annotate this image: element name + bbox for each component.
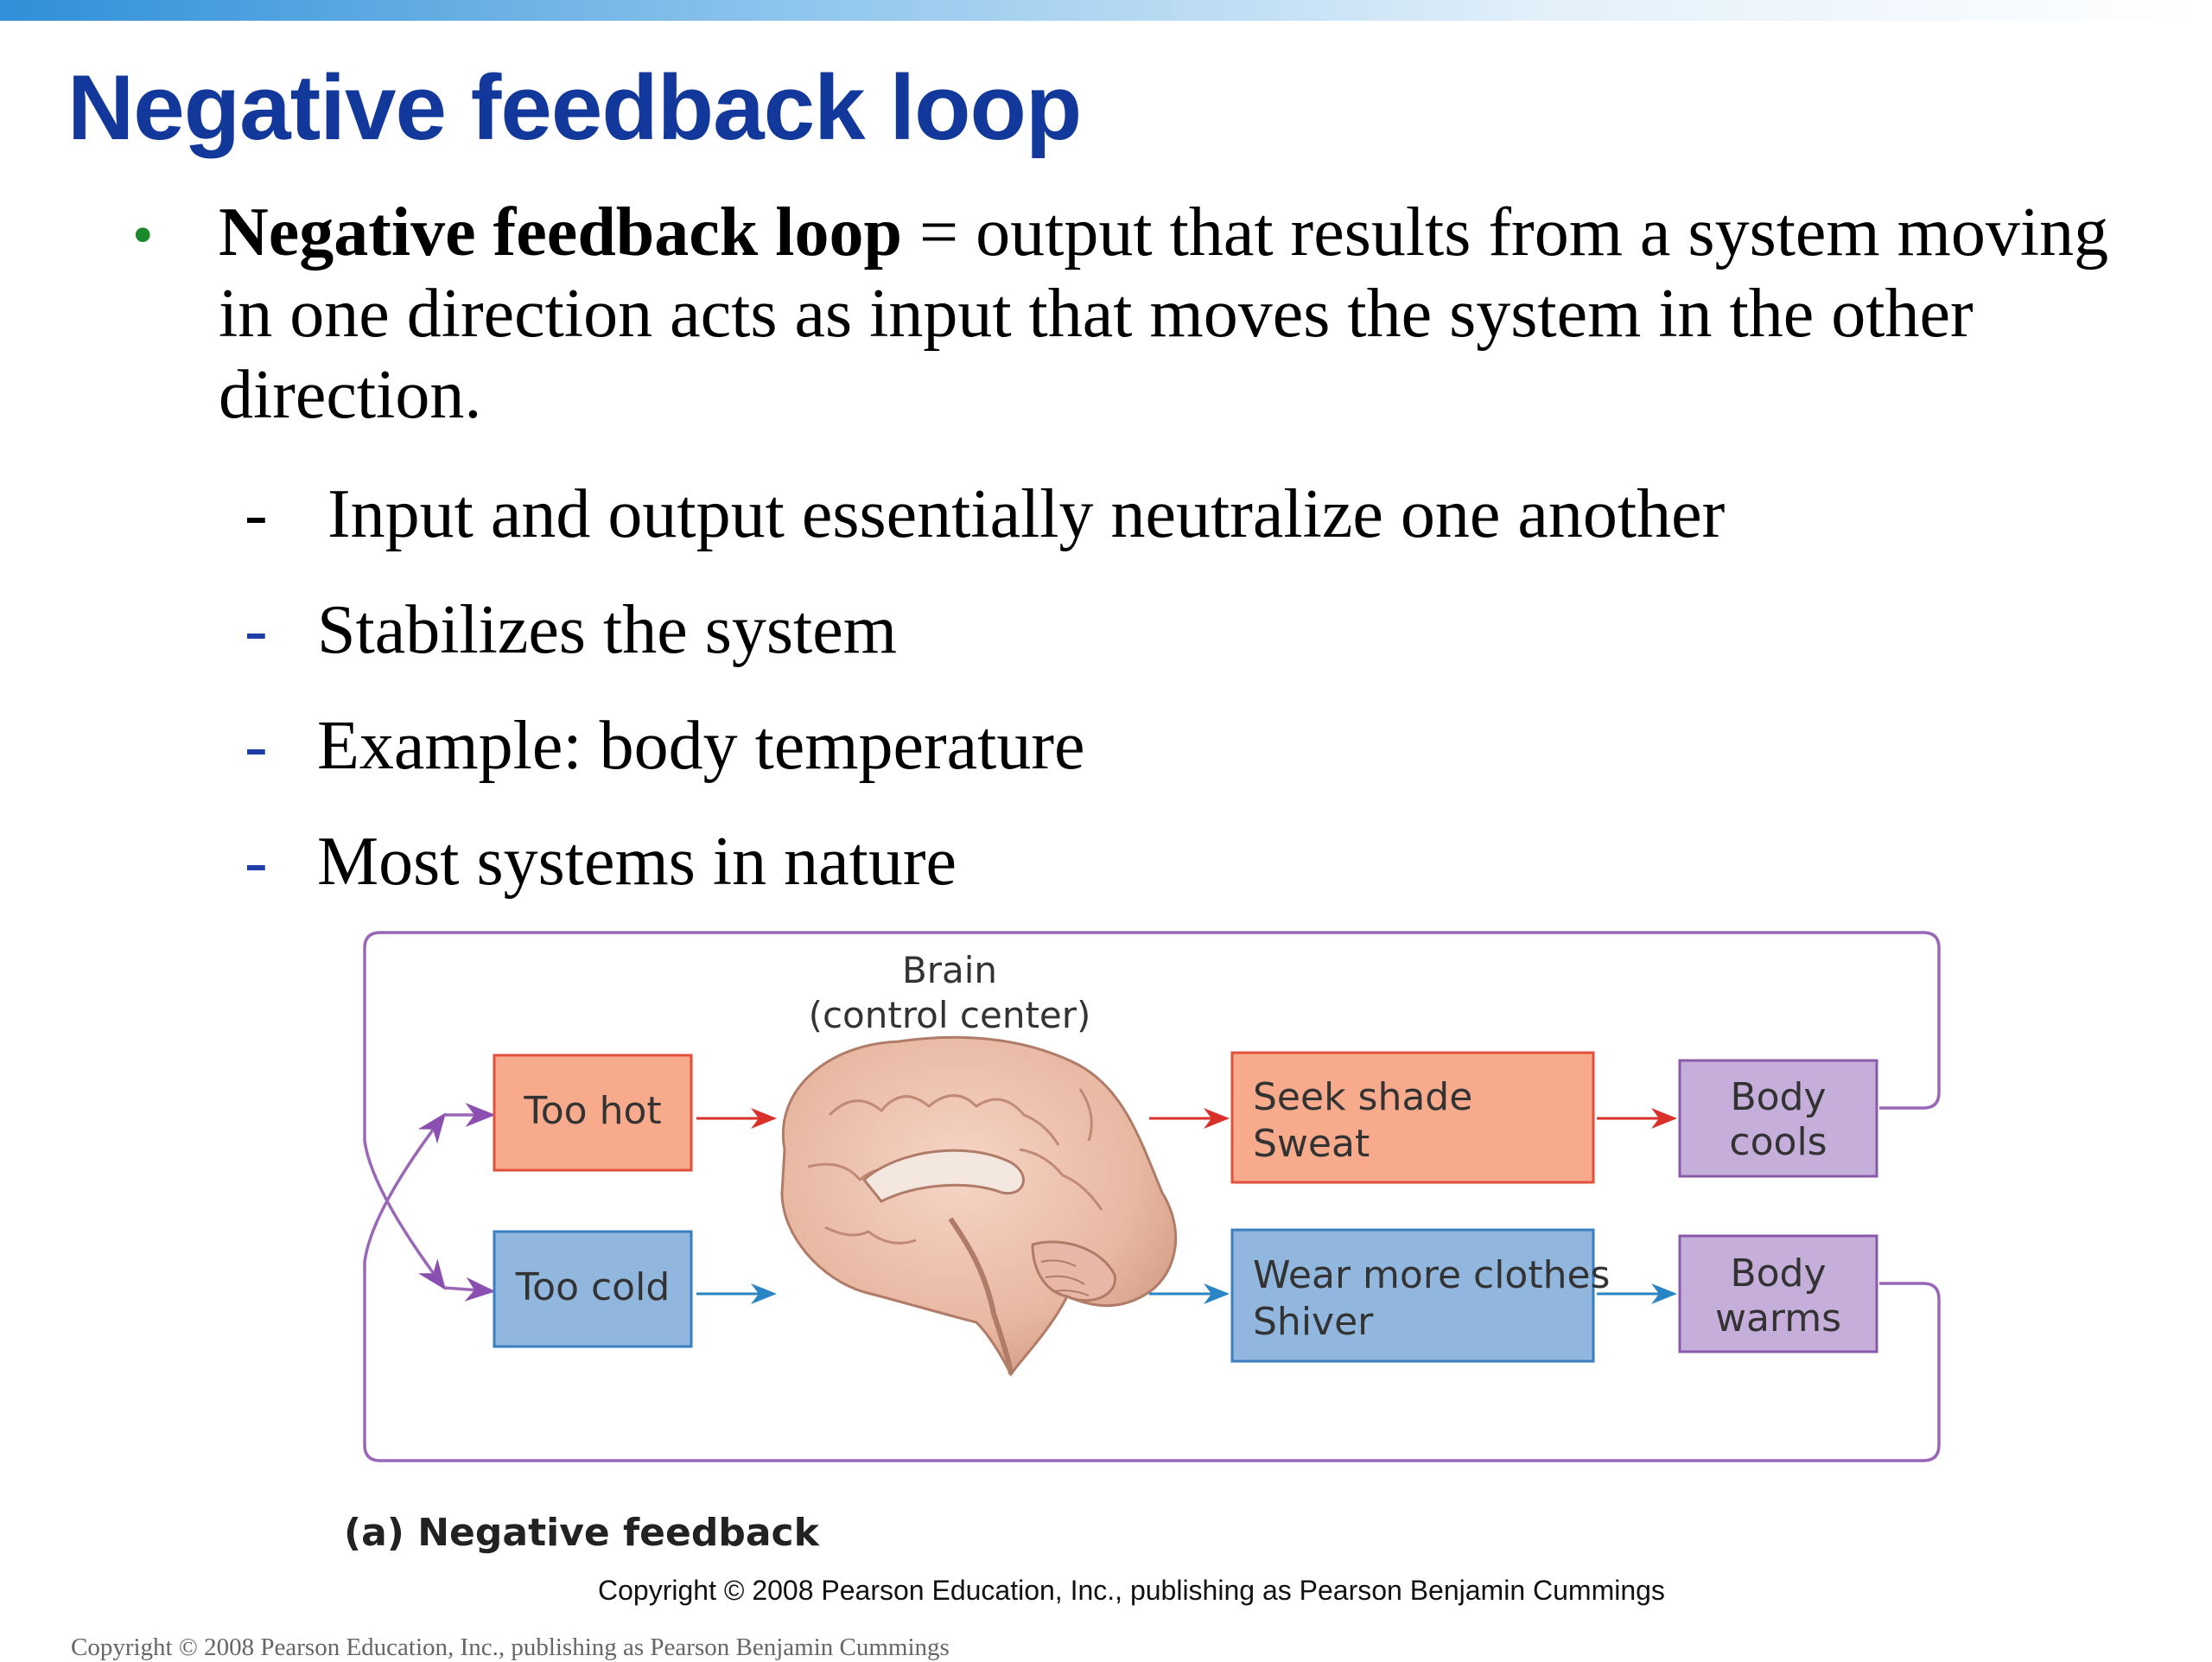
subpoint-dash: - xyxy=(245,824,268,900)
top-accent-bar xyxy=(0,0,2212,21)
bullet-definition: = output that results from a system movi… xyxy=(219,194,2109,433)
too-hot-label: Too hot xyxy=(523,1089,661,1133)
too-cold-label: Too cold xyxy=(515,1265,671,1309)
cold-response-line2: Shiver xyxy=(1253,1300,1374,1344)
subpoint-dash: - xyxy=(245,708,268,784)
figure-copyright: Copyright © 2008 Pearson Education, Inc.… xyxy=(598,1575,1665,1606)
bullet-term: Negative feedback loop xyxy=(219,194,903,271)
subpoint-text: Example: body temperature xyxy=(317,708,1085,784)
body-warms-line1: Body xyxy=(1730,1251,1826,1296)
subpoint-2: -Stabilizes the system xyxy=(245,589,897,671)
feedback-loop-line xyxy=(363,1112,1941,1462)
body-warms-box: Body warms xyxy=(1678,1234,1878,1353)
feedback-loop-line xyxy=(363,931,1941,1290)
subpoint-3: -Example: body temperature xyxy=(245,705,1085,786)
subpoint-text: Stabilizes the system xyxy=(317,592,898,668)
cold-response-box: Wear more clothes Shiver xyxy=(1230,1228,1610,1363)
body-cools-line1: Body xyxy=(1730,1075,1826,1119)
too-hot-box: Too hot xyxy=(493,1054,693,1172)
subpoint-1: -Input and output essentially neutralize… xyxy=(245,474,1725,555)
brain-label-title: Brain xyxy=(902,949,997,991)
hot-response-line1: Seek shade xyxy=(1253,1075,1472,1119)
bullet-dot-icon: • xyxy=(132,202,154,269)
loop-entry-arrow-cold xyxy=(443,1277,496,1302)
brain-label-subtitle: (control center) xyxy=(809,994,1091,1036)
figure-caption: (a) Negative feedback xyxy=(344,1511,819,1555)
subpoint-4: -Most systems in nature xyxy=(245,821,957,902)
cold-response-line1: Wear more clothes xyxy=(1253,1253,1610,1297)
brain-illustration xyxy=(780,1035,1178,1377)
body-cools-box: Body cools xyxy=(1678,1059,1878,1178)
subpoint-text: Most systems in nature xyxy=(317,824,957,900)
hot-response-line2: Sweat xyxy=(1253,1122,1370,1166)
body-cools-line2: cools xyxy=(1729,1120,1827,1164)
body-warms-line2: warms xyxy=(1715,1296,1841,1340)
main-bullet: Negative feedback loop = output that res… xyxy=(219,192,2120,436)
subpoint-text: Input and output essentially neutralize … xyxy=(327,476,1726,552)
slide-copyright: Copyright © 2008 Pearson Education, Inc.… xyxy=(71,1633,950,1661)
subpoint-dash: - xyxy=(245,476,268,552)
subpoint-dash: - xyxy=(245,592,268,668)
slide-title: Negative feedback loop xyxy=(67,55,1082,159)
hot-response-box: Seek shade Sweat xyxy=(1230,1051,1595,1184)
too-cold-box: Too cold xyxy=(493,1230,693,1348)
